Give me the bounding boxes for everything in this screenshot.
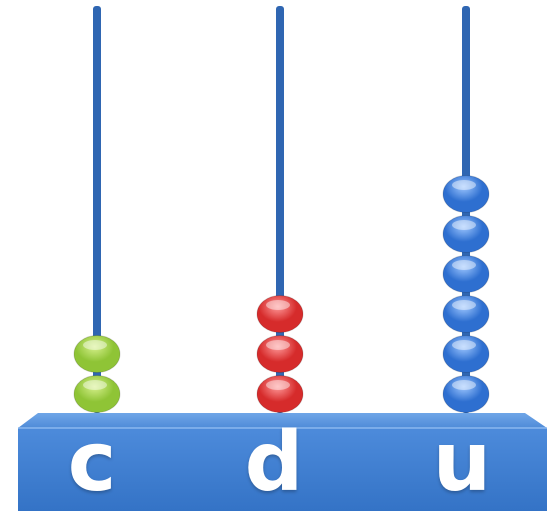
base-front-face [18, 428, 547, 511]
place-label-c: c [67, 415, 117, 510]
bead-highlight [266, 300, 290, 310]
bead-highlight [83, 380, 107, 390]
bead-c-1 [73, 375, 121, 413]
bead-d-2 [256, 335, 304, 373]
place-label-d: d [244, 415, 304, 510]
bead-highlight [266, 380, 290, 390]
bead-u-2 [442, 335, 490, 373]
bead-highlight [452, 260, 476, 270]
bead-highlight [452, 300, 476, 310]
base-top-face [18, 413, 547, 428]
bead-u-3 [442, 295, 490, 333]
bead-highlight [83, 340, 107, 350]
bead-highlight [452, 340, 476, 350]
bead-u-5 [442, 215, 490, 253]
place-label-u: u [432, 415, 492, 510]
bead-d-3 [256, 295, 304, 333]
bead-highlight [452, 220, 476, 230]
bead-c-2 [73, 335, 121, 373]
bead-highlight [452, 380, 476, 390]
bead-u-4 [442, 255, 490, 293]
bead-highlight [452, 180, 476, 190]
rod-c [93, 6, 101, 413]
bead-u-6 [442, 175, 490, 213]
bead-u-1 [442, 375, 490, 413]
bead-highlight [266, 340, 290, 350]
bead-d-1 [256, 375, 304, 413]
